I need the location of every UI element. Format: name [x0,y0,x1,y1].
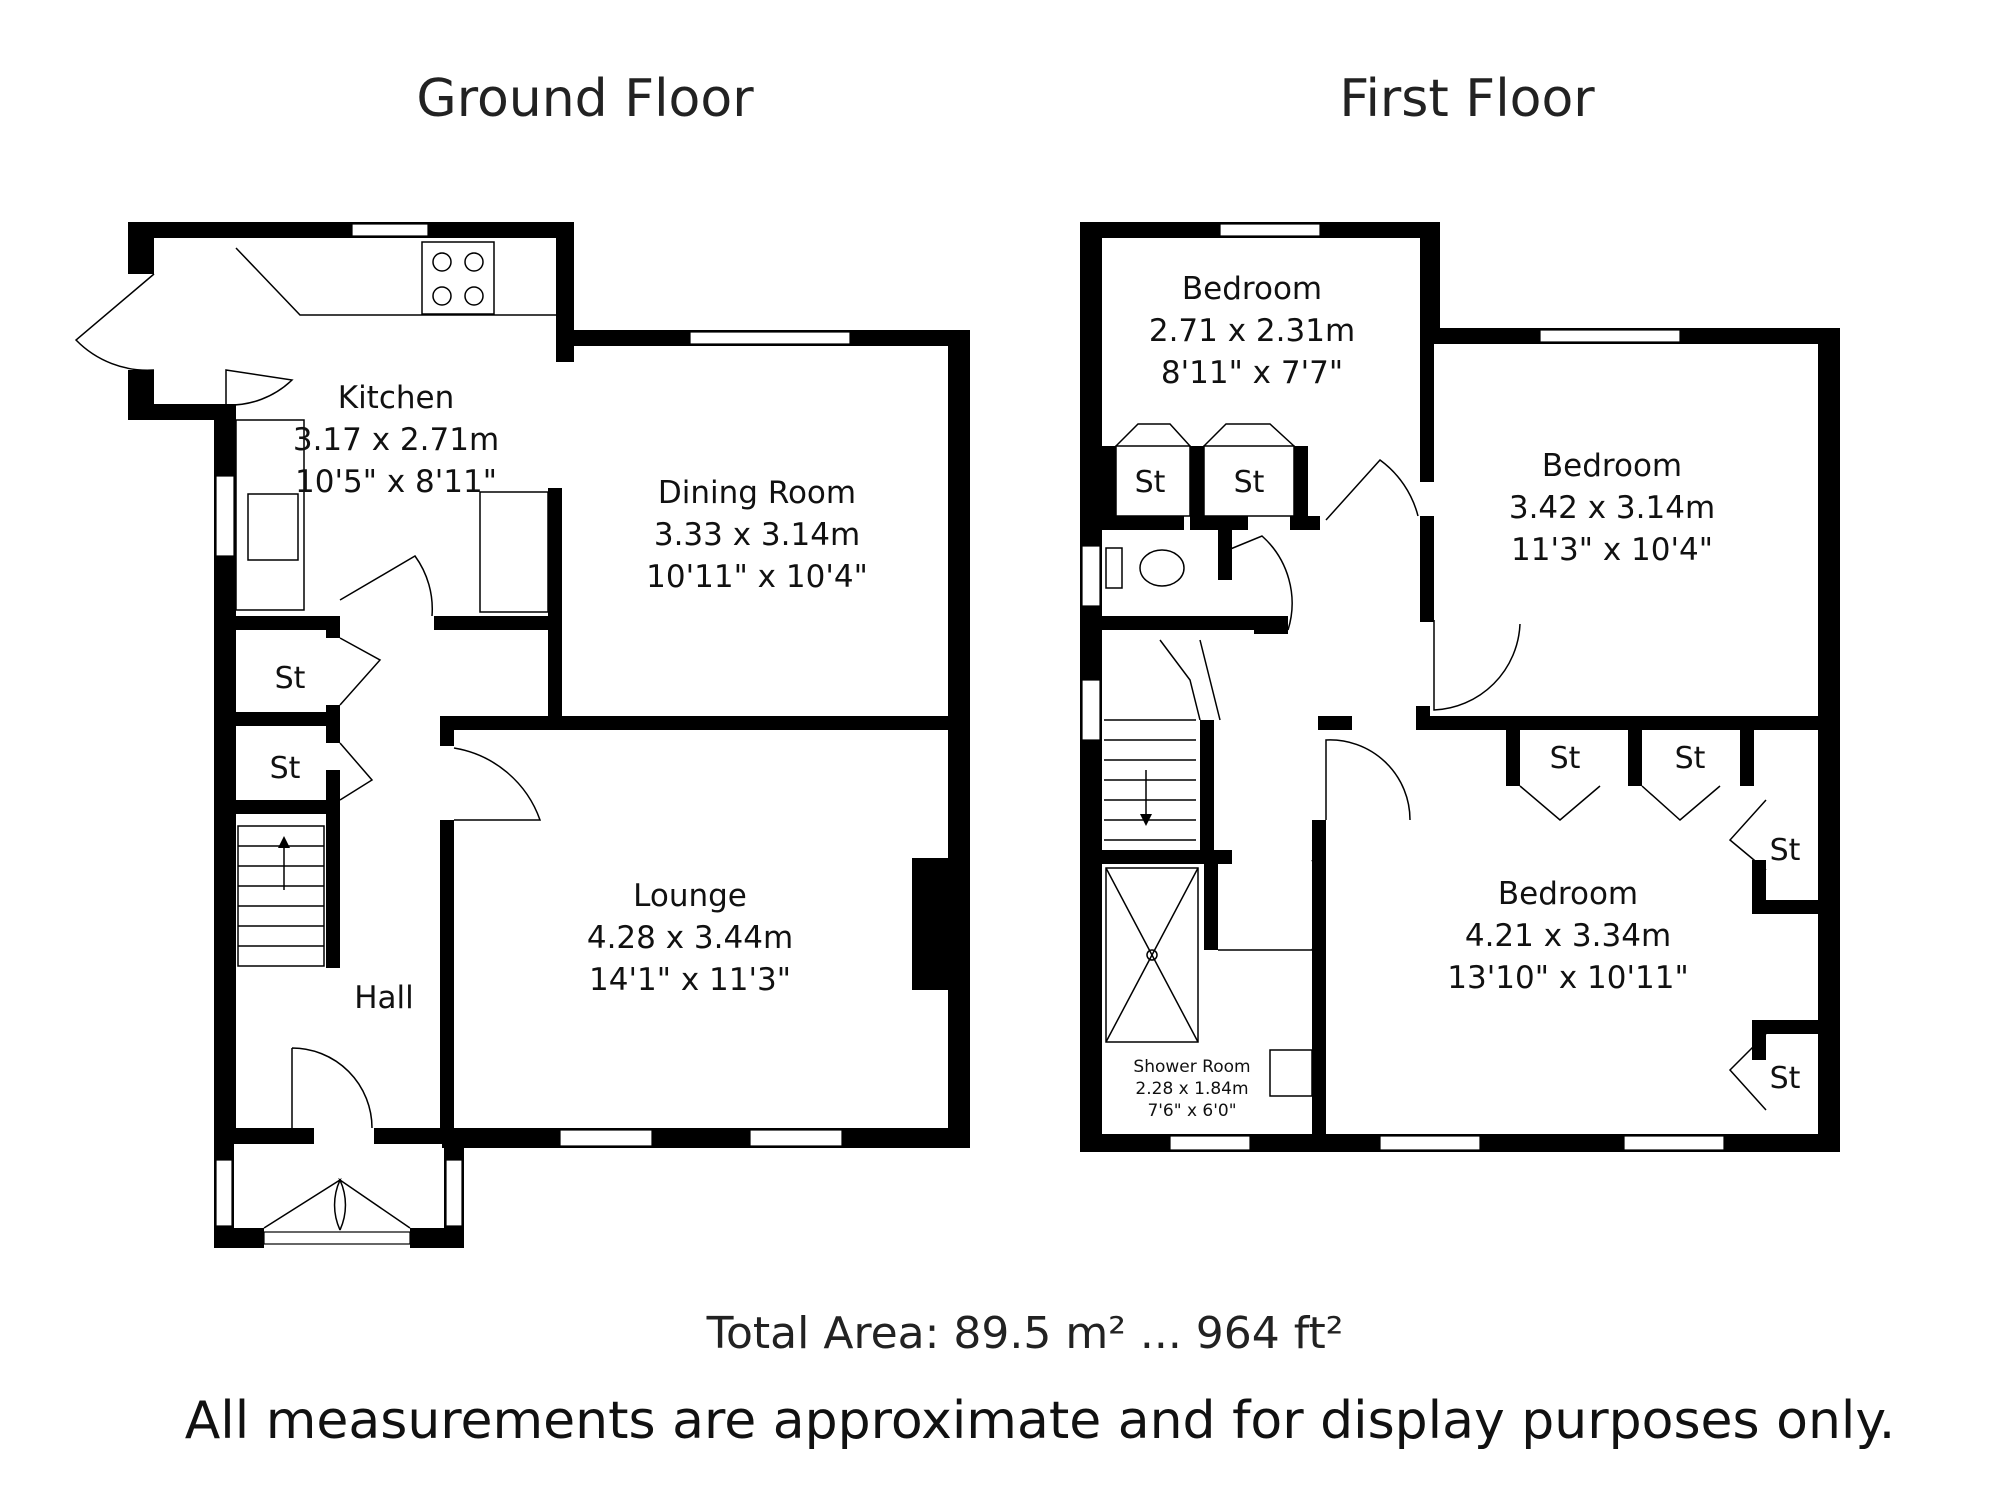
storage-label: St [1550,741,1581,776]
storage-label: St [275,661,306,696]
room-label-kitchen: Kitchen [338,380,455,416]
storage-label: St [1675,741,1706,776]
total-area: Total Area: 89.5 m² ... 964 ft² [706,1308,1344,1359]
disclaimer: All measurements are approximate and for… [185,1391,1896,1451]
storage-label: St [1770,1061,1801,1096]
storage-label: St [1770,833,1801,868]
first-floor-title: First Floor [1339,69,1595,129]
room-label-hall: Hall [354,980,414,1016]
first-floor-plan [1080,222,1840,1152]
ground-floor-title: Ground Floor [416,69,754,129]
room-metric-bedroom-1: 2.71 x 2.31m [1149,313,1355,349]
room-imperial-dining-room: 10'11" x 10'4" [646,559,868,595]
room-metric-kitchen: 3.17 x 2.71m [293,422,499,458]
room-label-bedroom-2: Bedroom [1542,448,1682,484]
room-imperial-bedroom-2: 11'3" x 10'4" [1511,532,1713,568]
room-imperial-kitchen: 10'5" x 8'11" [295,464,497,500]
room-metric-lounge: 4.28 x 3.44m [587,920,793,956]
room-metric-bedroom-3: 4.21 x 3.34m [1465,918,1671,954]
room-metric-shower-room: 2.28 x 1.84m [1135,1079,1248,1099]
room-metric-bedroom-2: 3.42 x 3.14m [1509,490,1715,526]
storage-label: St [1135,465,1166,500]
room-metric-dining-room: 3.33 x 3.14m [654,517,860,553]
room-imperial-bedroom-3: 13'10" x 10'11" [1447,960,1688,996]
storage-label: St [270,751,301,786]
storage-label: St [1234,465,1265,500]
room-label-bedroom-3: Bedroom [1498,876,1638,912]
room-imperial-lounge: 14'1" x 11'3" [589,962,791,998]
room-imperial-shower-room: 7'6" x 6'0" [1147,1101,1236,1121]
room-label-dining-room: Dining Room [658,475,856,511]
room-label-bedroom-1: Bedroom [1182,271,1322,307]
room-label-lounge: Lounge [633,878,747,914]
room-imperial-bedroom-1: 8'11" x 7'7" [1161,355,1343,391]
ground-floor-plan [74,222,970,1248]
room-label-shower-room: Shower Room [1133,1057,1250,1077]
